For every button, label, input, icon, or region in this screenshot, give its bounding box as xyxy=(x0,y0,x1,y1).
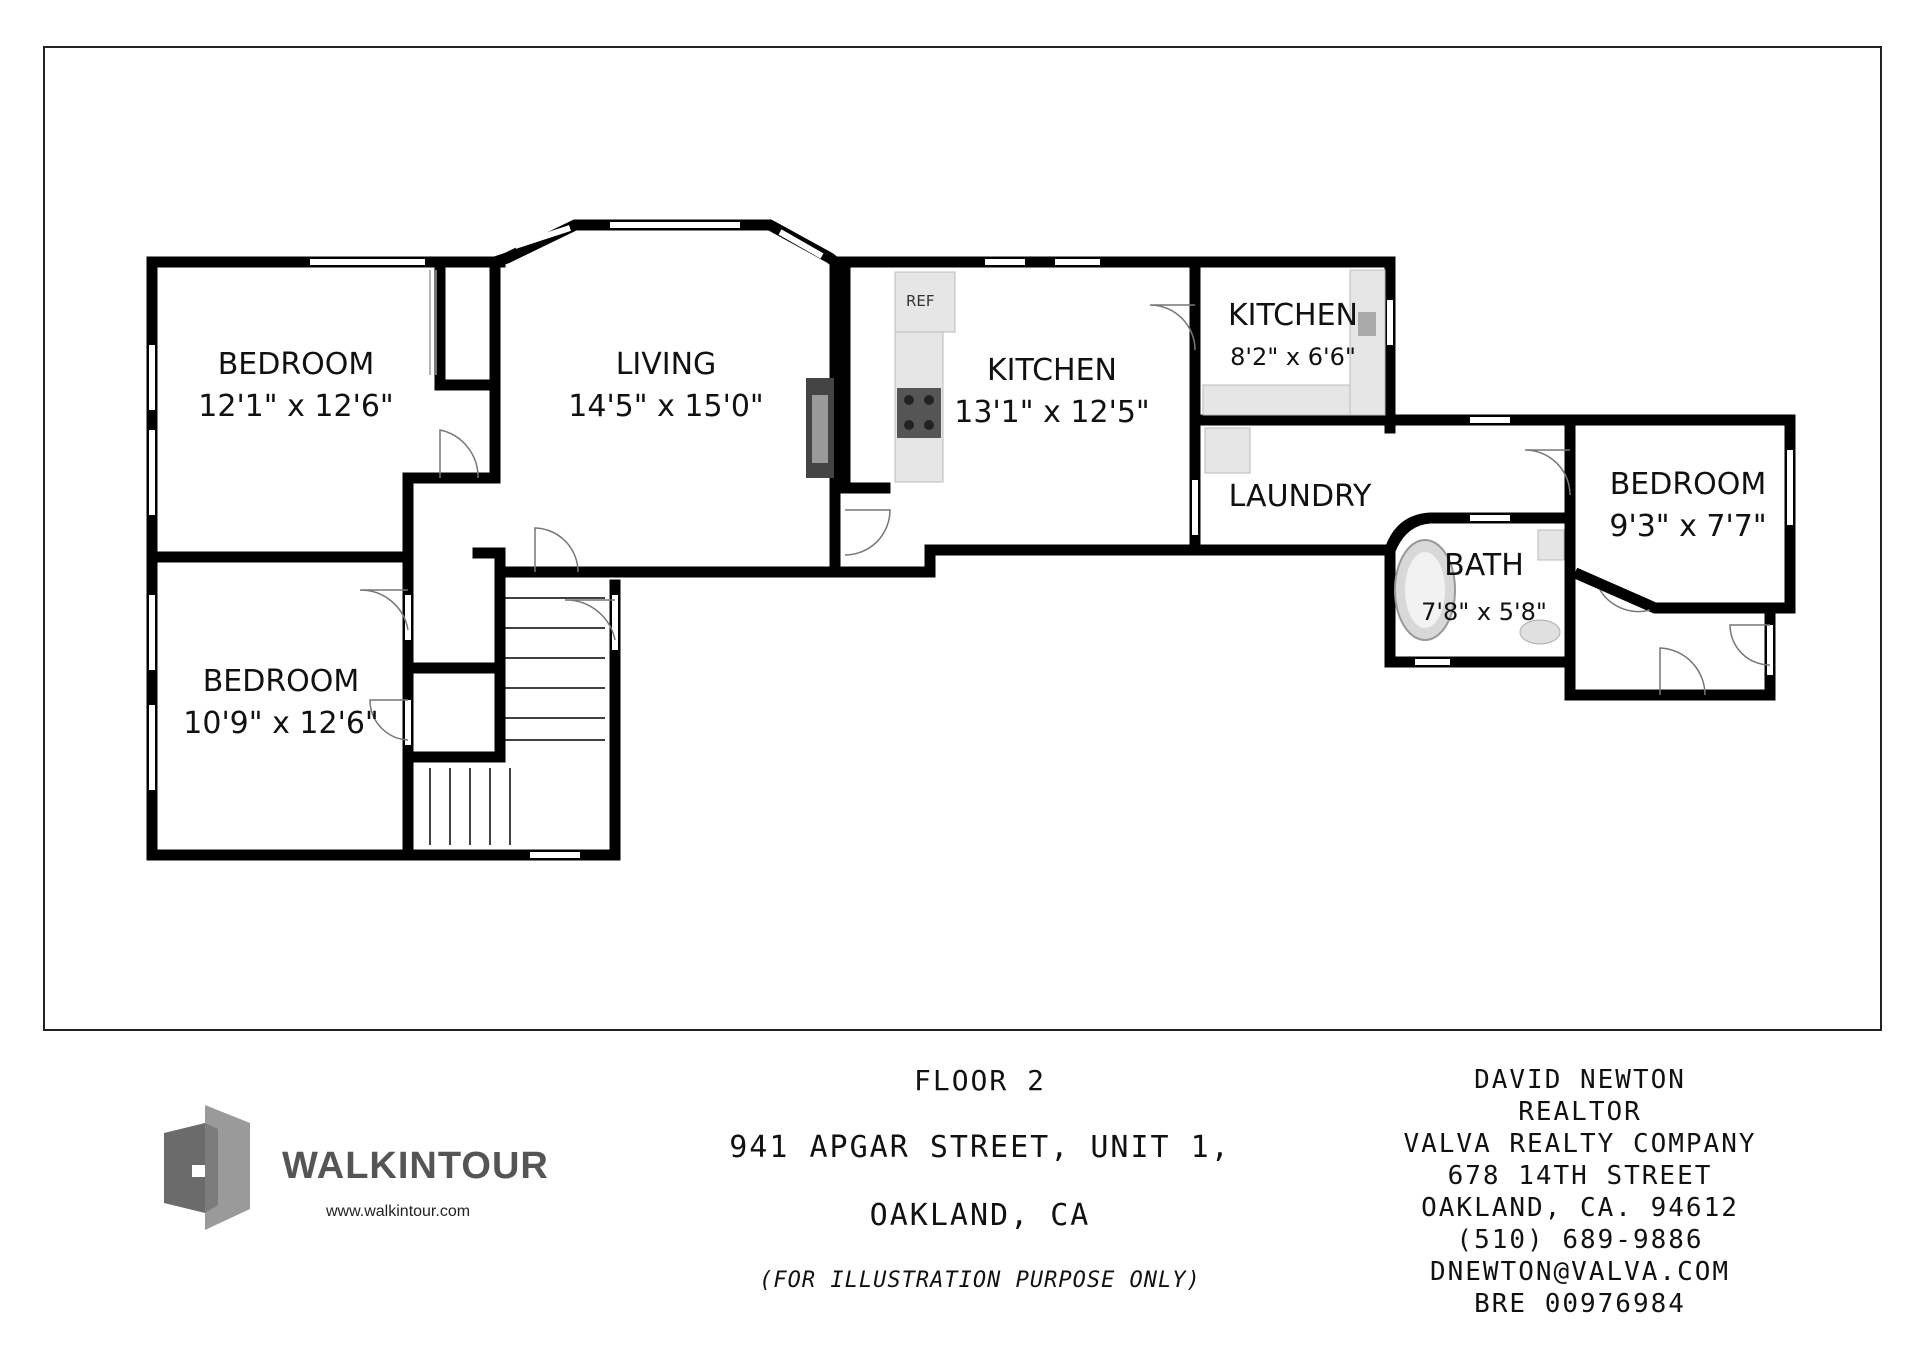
walkintour-logo-icon xyxy=(164,1105,250,1230)
staircase xyxy=(429,597,605,845)
walkintour-brand: WALKINTOUR xyxy=(282,1145,549,1187)
room-living-dims: 14'5" x 15'0" xyxy=(568,389,763,424)
ref-label: REF xyxy=(906,292,935,310)
room-bedroom-1-name: BEDROOM xyxy=(218,347,375,382)
stove xyxy=(897,388,941,438)
room-bedroom-3-dims: 9'3" x 7'7" xyxy=(1609,509,1766,544)
room-bath-name: BATH xyxy=(1444,548,1524,583)
refrigerator xyxy=(894,271,956,333)
realtor-email[interactable]: DNEWTON@VALVA.COM xyxy=(1429,1257,1731,1287)
realty-street: 678 14TH STREET xyxy=(1447,1161,1713,1191)
realtor-license: BRE 00976984 xyxy=(1474,1289,1686,1319)
fixtures: REF xyxy=(806,269,1565,645)
address-line-2: OAKLAND, CA xyxy=(869,1198,1091,1233)
walkintour-url[interactable]: www.walkintour.com xyxy=(326,1203,471,1220)
room-laundry-name: LAUNDRY xyxy=(1229,479,1372,514)
room-labels: BEDROOM 12'1" x 12'6" LIVING 14'5" x 15'… xyxy=(183,298,1766,741)
room-bedroom-2-dims: 10'9" x 12'6" xyxy=(183,706,378,741)
room-bedroom-1-dims: 12'1" x 12'6" xyxy=(198,389,393,424)
realty-company: VALVA REALTY COMPANY xyxy=(1403,1129,1757,1159)
realtor-title: REALTOR xyxy=(1518,1097,1642,1127)
washer xyxy=(1204,427,1251,474)
room-kitchen-1-dims: 13'1" x 12'5" xyxy=(954,395,1149,430)
room-kitchen-2-name: KITCHEN xyxy=(1228,298,1358,333)
floor-label: FLOOR 2 xyxy=(913,1064,1046,1097)
room-bedroom-2-name: BEDROOM xyxy=(203,664,360,699)
toilet xyxy=(1519,619,1561,645)
doors xyxy=(359,304,1771,741)
room-kitchen-1-name: KITCHEN xyxy=(987,353,1117,388)
room-bath-dims: 7'8" x 5'8" xyxy=(1421,598,1547,626)
room-kitchen-2-dims: 8'2" x 6'6" xyxy=(1230,343,1356,371)
walls xyxy=(146,219,1796,861)
floor-plan-frame xyxy=(43,46,1882,1031)
realtor-phone[interactable]: (510) 689-9886 xyxy=(1456,1225,1704,1255)
sink xyxy=(1358,312,1376,336)
closet-doors xyxy=(429,270,437,375)
realty-city: OAKLAND, CA. 94612 xyxy=(1421,1193,1739,1223)
room-living-name: LIVING xyxy=(616,347,717,382)
bath-sink xyxy=(1537,529,1565,561)
disclaimer: (FOR ILLUSTRATION PURPOSE ONLY) xyxy=(759,1268,1201,1293)
room-bedroom-3-name: BEDROOM xyxy=(1610,467,1767,502)
address-line-1: 941 APGAR STREET, UNIT 1, xyxy=(729,1130,1231,1165)
realtor-contact: DAVID NEWTON REALTOR VALVA REALTY COMPAN… xyxy=(1340,1064,1820,1320)
windows xyxy=(149,222,1793,858)
realtor-name: DAVID NEWTON xyxy=(1474,1065,1686,1095)
